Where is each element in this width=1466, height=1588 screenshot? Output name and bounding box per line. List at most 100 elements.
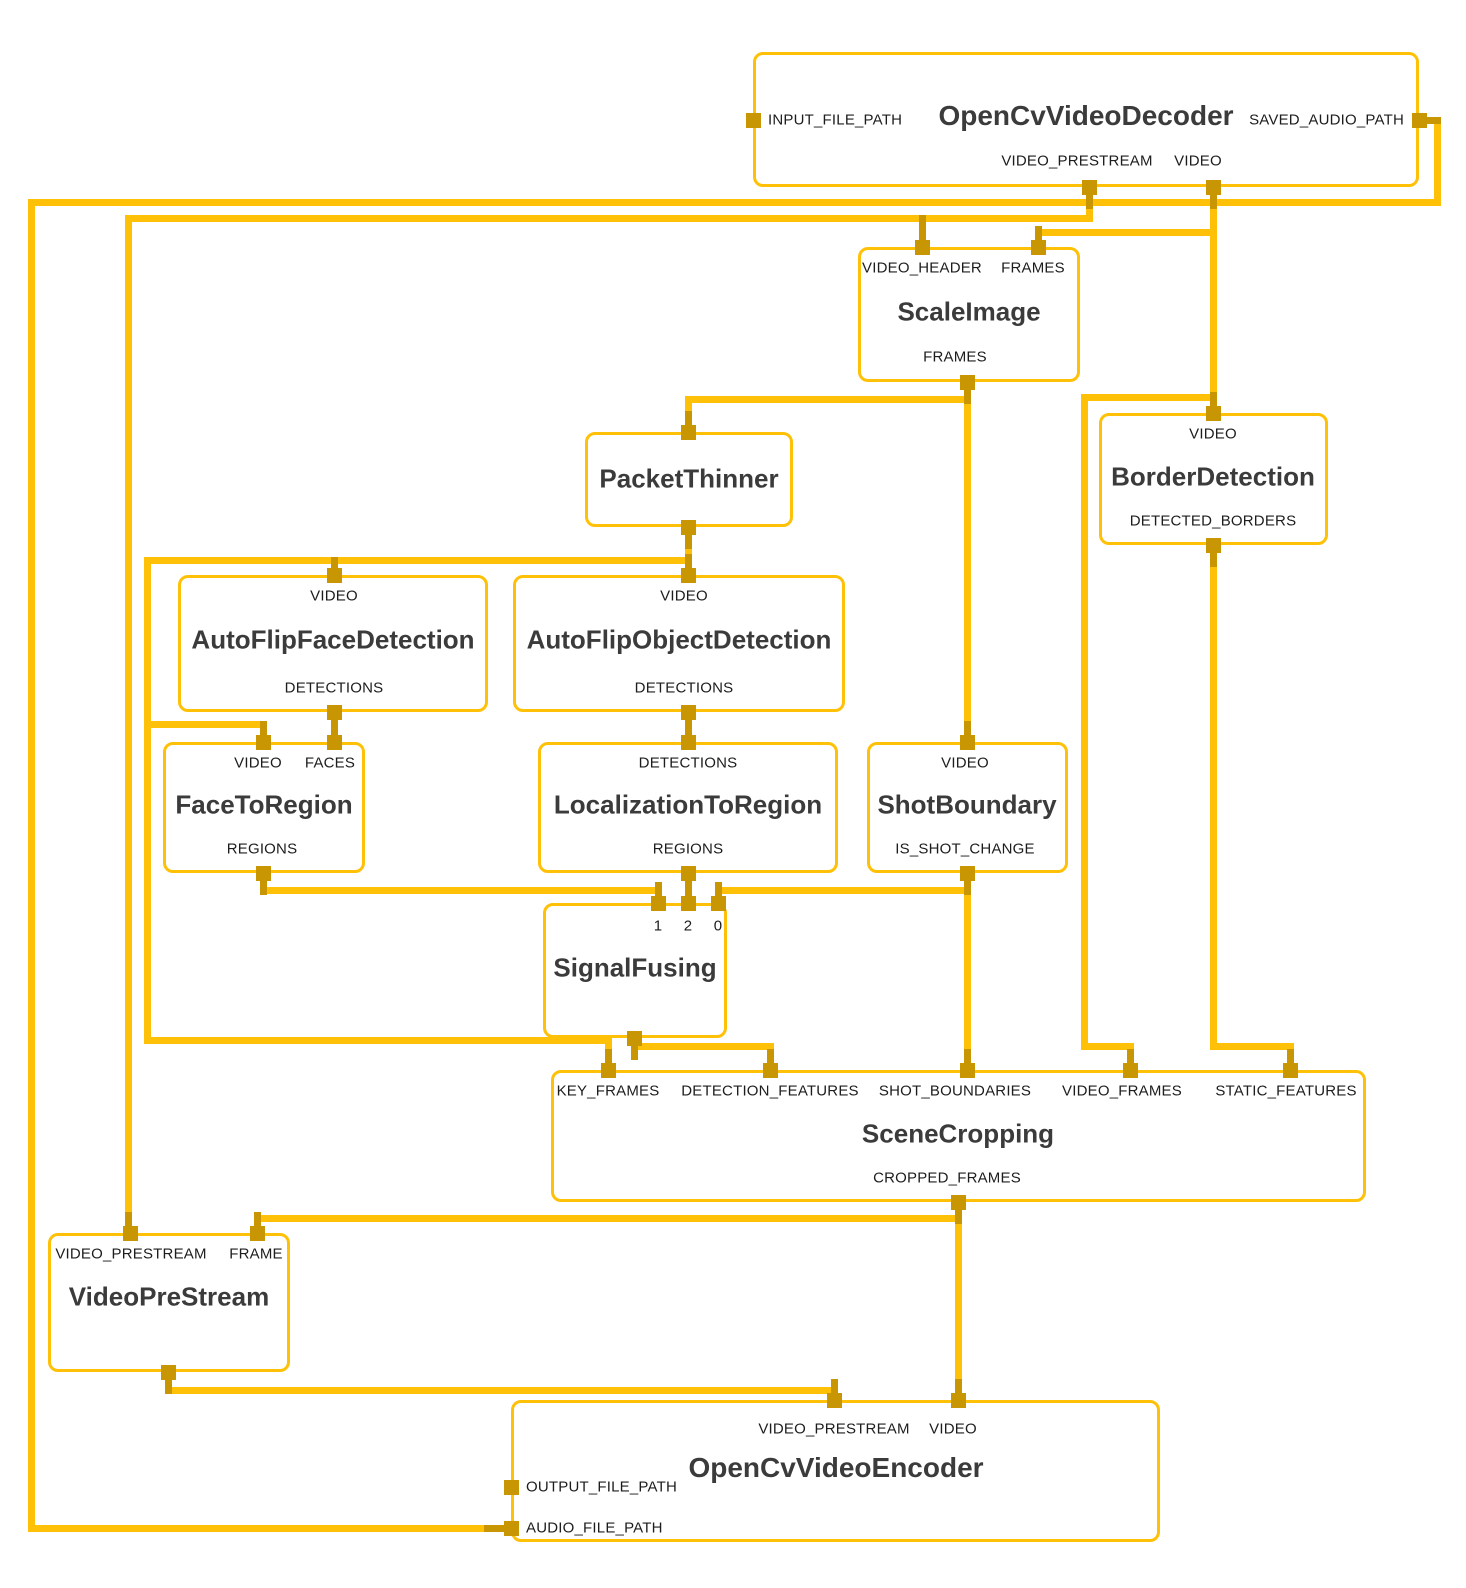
- node-packet-thinner[interactable]: [585, 432, 793, 527]
- edge-scaleimage-frames-to-shotboundary-cap: [963, 378, 971, 404]
- port-label-border-detection-video: VIDEO: [1189, 425, 1237, 443]
- port-label-signal-fusing-1: 1: [653, 917, 663, 935]
- edge-borderdetection-to-static-features-cap: [1209, 541, 1217, 567]
- port-scene-cropping-key_frames[interactable]: [600, 1062, 616, 1078]
- port-label-auto-flip-object-detection-video: VIDEO: [660, 587, 708, 605]
- port-label-scale-image-frames: FRAMES: [923, 348, 987, 366]
- port-signal-fusing-out[interactable]: [626, 1030, 642, 1046]
- edge-cropped-frames-to-videoprestream: [253, 1214, 962, 1222]
- port-signal-fusing-2[interactable]: [680, 895, 696, 911]
- edge-shotboundary-to-signalfusing-0-cap: [714, 881, 722, 907]
- port-auto-flip-face-detection-detections[interactable]: [326, 704, 342, 720]
- edge-borderdetection-to-static-features: [1209, 541, 1217, 1050]
- port-border-detection-video[interactable]: [1205, 405, 1221, 421]
- port-shot-boundary-is_shot_change[interactable]: [959, 865, 975, 881]
- node-scale-image[interactable]: [858, 247, 1080, 382]
- port-face-to-region-faces[interactable]: [326, 734, 342, 750]
- edge-saved-audio-path-to-audio-file-path: [1433, 116, 1441, 206]
- port-scene-cropping-video_frames[interactable]: [1122, 1062, 1138, 1078]
- edge-shotboundary-to-shot-boundaries: [963, 869, 971, 1074]
- port-localization-to-region-detections[interactable]: [680, 734, 696, 750]
- port-signal-fusing-1[interactable]: [650, 895, 666, 911]
- edge-packetthinner-to-objectdetection-cap: [684, 553, 692, 579]
- port-scale-image-frames[interactable]: [959, 374, 975, 390]
- port-scene-cropping-shot_boundaries[interactable]: [959, 1062, 975, 1078]
- port-signal-fusing-0[interactable]: [710, 895, 726, 911]
- node-auto-flip-object-detection[interactable]: [513, 575, 845, 712]
- port-label-open-cv-video-decoder-saved_audio_path: SAVED_AUDIO_PATH: [1249, 111, 1404, 129]
- edge-videoprestream-to-encoder-prestream: [164, 1386, 838, 1394]
- edge-videoprestream-to-encoder-prestream-cap: [164, 1368, 172, 1394]
- port-label-open-cv-video-encoder-video_prestream: VIDEO_PRESTREAM: [758, 1420, 910, 1438]
- port-label-signal-fusing-2: 2: [683, 917, 693, 935]
- port-label-open-cv-video-decoder-input_file_path: INPUT_FILE_PATH: [768, 111, 903, 129]
- node-border-detection[interactable]: [1099, 413, 1328, 545]
- edge-signalfusing-to-detection-features-cap: [630, 1034, 638, 1060]
- port-scene-cropping-cropped_frames[interactable]: [950, 1194, 966, 1210]
- edge-packetthinner-to-objectdetection: [684, 523, 692, 579]
- port-scene-cropping-static_features[interactable]: [1282, 1062, 1298, 1078]
- edge-borderdetection-to-static-features-cap: [1286, 1048, 1294, 1074]
- port-label-localization-to-region-detections: DETECTIONS: [638, 754, 738, 772]
- edge-scaleimage-frames-to-packetthinner: [684, 395, 971, 403]
- edge-cropped-frames-to-encoder-video: [954, 1198, 962, 1404]
- port-label-open-cv-video-encoder-audio_file_path: AUDIO_FILE_PATH: [526, 1519, 663, 1537]
- edge-packetthinner-to-facetoregion-video: [143, 720, 267, 728]
- port-border-detection-detected_borders[interactable]: [1205, 537, 1221, 553]
- port-label-scene-cropping-detection_features: DETECTION_FEATURES: [681, 1082, 859, 1100]
- edge-shotboundary-to-signalfusing-0: [714, 886, 971, 894]
- port-scale-image-frames[interactable]: [1030, 239, 1046, 255]
- port-video-pre-stream-frame[interactable]: [249, 1225, 265, 1241]
- port-open-cv-video-encoder-output_file_path[interactable]: [503, 1479, 519, 1495]
- port-label-auto-flip-face-detection-detections: DETECTIONS: [284, 679, 384, 697]
- port-label-signal-fusing-0: 0: [713, 917, 723, 935]
- edge-video-to-scenecropping-video-frames: [1080, 1042, 1134, 1050]
- edge-cropped-frames-to-videoprestream-cap: [253, 1211, 261, 1237]
- port-label-scale-image-frames: FRAMES: [1001, 259, 1065, 277]
- node-signal-fusing[interactable]: [543, 903, 727, 1038]
- port-open-cv-video-encoder-audio_file_path[interactable]: [503, 1520, 519, 1536]
- port-label-face-to-region-faces: FACES: [304, 754, 356, 772]
- port-label-auto-flip-object-detection-detections: DETECTIONS: [634, 679, 734, 697]
- edge-video-to-scenecropping-video-frames: [1080, 393, 1217, 401]
- edge-video-to-border-detection: [1209, 183, 1217, 417]
- port-scale-image-video_header[interactable]: [914, 239, 930, 255]
- port-face-to-region-video[interactable]: [255, 734, 271, 750]
- edge-facedetection-to-facetoregion-faces: [330, 708, 338, 746]
- port-label-scene-cropping-shot_boundaries: SHOT_BOUNDARIES: [878, 1082, 1032, 1100]
- port-scene-cropping-detection_features[interactable]: [762, 1062, 778, 1078]
- port-video-pre-stream-out[interactable]: [160, 1364, 176, 1380]
- port-auto-flip-object-detection-video[interactable]: [680, 567, 696, 583]
- port-open-cv-video-decoder-video_prestream[interactable]: [1081, 179, 1097, 195]
- port-open-cv-video-decoder-video[interactable]: [1205, 179, 1221, 195]
- node-scene-cropping[interactable]: [551, 1070, 1366, 1202]
- port-packet-thinner-out[interactable]: [680, 519, 696, 535]
- node-open-cv-video-encoder[interactable]: [511, 1400, 1160, 1542]
- port-label-scene-cropping-video_frames: VIDEO_FRAMES: [1062, 1082, 1182, 1100]
- node-title-border-detection: BorderDetection: [1111, 461, 1315, 492]
- node-title-open-cv-video-decoder: OpenCvVideoDecoder: [938, 100, 1234, 131]
- port-open-cv-video-encoder-video_prestream[interactable]: [826, 1392, 842, 1408]
- port-auto-flip-object-detection-detections[interactable]: [680, 704, 696, 720]
- port-video-pre-stream-video_prestream[interactable]: [122, 1225, 138, 1241]
- port-face-to-region-regions[interactable]: [255, 865, 271, 881]
- port-open-cv-video-encoder-video[interactable]: [950, 1392, 966, 1408]
- port-packet-thinner-out[interactable]: [680, 424, 696, 440]
- port-localization-to-region-regions[interactable]: [680, 865, 696, 881]
- port-label-open-cv-video-decoder-video_prestream: VIDEO_PRESTREAM: [1001, 152, 1153, 170]
- edge-objectdetection-to-localization: [684, 708, 692, 746]
- edge-saved-audio-path-to-audio-file-path: [27, 1524, 509, 1532]
- edge-video-to-scaleimage-frames-cap: [1034, 225, 1042, 251]
- edge-facetoregion-to-signalfusing-1: [259, 886, 662, 894]
- port-open-cv-video-decoder-input_file_path[interactable]: [745, 112, 761, 128]
- node-localization-to-region[interactable]: [538, 742, 838, 873]
- edge-shotboundary-to-shot-boundaries-cap: [963, 1048, 971, 1074]
- edge-videoprestream-to-encoder-prestream-cap: [830, 1378, 838, 1404]
- port-open-cv-video-decoder-saved_audio_path[interactable]: [1411, 112, 1427, 128]
- edge-video-to-border-detection-cap: [1209, 391, 1217, 417]
- edge-facetoregion-to-signalfusing-1-cap: [654, 881, 662, 907]
- port-shot-boundary-video[interactable]: [959, 734, 975, 750]
- port-label-shot-boundary-is_shot_change: IS_SHOT_CHANGE: [895, 840, 1035, 858]
- port-auto-flip-face-detection-video[interactable]: [326, 567, 342, 583]
